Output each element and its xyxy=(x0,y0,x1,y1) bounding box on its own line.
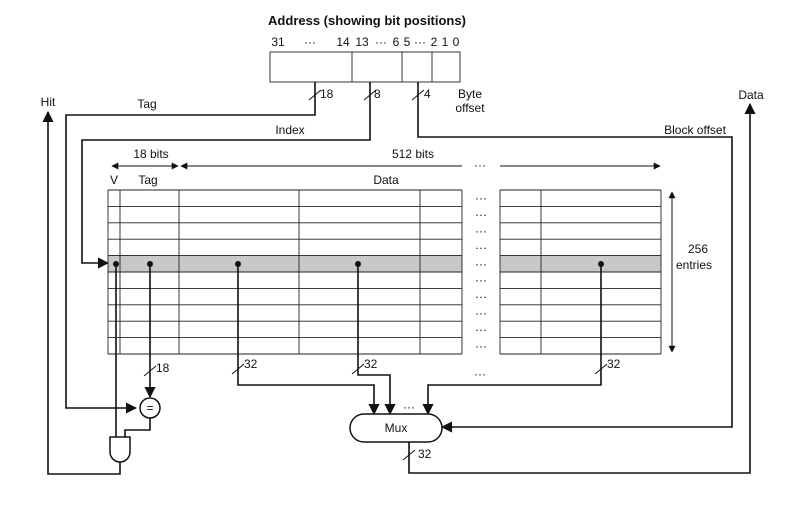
block-offset-signal-label: Block offset xyxy=(664,123,726,137)
byte-offset-label-2: offset xyxy=(455,101,485,115)
hit-output-label: Hit xyxy=(41,95,56,109)
bit-dots-1: ··· xyxy=(304,35,316,49)
table-row-ellipsis: ··· xyxy=(475,322,487,336)
table-row-ellipsis: ··· xyxy=(475,208,487,222)
word-bus-ellipsis: ··· xyxy=(474,367,486,381)
tag-column-header: Tag xyxy=(138,173,157,187)
comparator-output-wire xyxy=(124,418,151,437)
cache-table: ··· ··· ··· ··· ··· ··· ··· ··· ··· ··· xyxy=(107,189,662,355)
stored-tag-width: 18 xyxy=(156,361,170,375)
comparator-symbol: = xyxy=(146,401,153,415)
bit-13: 13 xyxy=(355,35,369,49)
word0-width: 32 xyxy=(244,357,258,371)
bit-1: 1 xyxy=(442,35,449,49)
bit-2: 2 xyxy=(431,35,438,49)
word1-width: 32 xyxy=(364,357,378,371)
data-width-indicator: 512 bits ··· xyxy=(180,147,661,172)
tag-signal-label: Tag xyxy=(137,97,156,111)
address-index-bus: 8 xyxy=(81,82,381,269)
data-width-label: 512 bits xyxy=(392,147,434,161)
table-grid xyxy=(107,189,662,355)
data-mux: Mux xyxy=(349,413,443,443)
bit-5: 5 xyxy=(404,35,411,49)
table-row-ellipsis: ··· xyxy=(475,224,487,238)
mux-input-dots: ··· xyxy=(403,400,415,414)
address-register-box xyxy=(269,51,461,83)
table-row-ellipsis: ··· xyxy=(475,191,487,205)
data-column-header: Data xyxy=(373,173,399,187)
bit-dots-3: ··· xyxy=(414,35,426,49)
data-width-ellipsis: ··· xyxy=(474,158,486,172)
word-bus-0: 32 xyxy=(231,264,380,416)
table-gap xyxy=(462,190,500,354)
data-output-label: Data xyxy=(738,88,764,102)
table-row-ellipsis: ··· xyxy=(475,306,487,320)
entries-indicator: 256 entries xyxy=(668,191,712,353)
bit-31: 31 xyxy=(271,35,285,49)
table-ellipses: ··· ··· ··· ··· ··· ··· ··· ··· ··· ··· xyxy=(475,191,487,353)
entries-label: entries xyxy=(676,258,712,272)
index-signal-label: Index xyxy=(275,123,304,137)
byte-offset-label-1: Byte xyxy=(458,87,482,101)
hit-and-gate xyxy=(109,436,131,463)
data-output-width: 32 xyxy=(418,447,432,461)
address-bit-positions: 31 ··· 14 13 ··· 6 5 ··· 2 1 0 xyxy=(271,35,459,49)
address-register xyxy=(269,51,461,83)
offset-field-width: 4 xyxy=(424,87,431,101)
index-field-width: 8 xyxy=(374,87,381,101)
word-last-width: 32 xyxy=(607,357,621,371)
bit-dots-2: ··· xyxy=(375,35,387,49)
entries-count: 256 xyxy=(688,242,708,256)
selected-cache-row xyxy=(108,255,661,272)
address-title: Address (showing bit positions) xyxy=(268,13,466,28)
bit-14: 14 xyxy=(336,35,350,49)
tag-field-width: 18 xyxy=(320,87,334,101)
table-row-ellipsis: ··· xyxy=(475,240,487,254)
table-row-ellipsis: ··· xyxy=(475,339,487,353)
address-tag-bus: 18 xyxy=(65,82,334,414)
bit-0: 0 xyxy=(453,35,460,49)
table-row-ellipsis: ··· xyxy=(475,257,487,271)
mux-label: Mux xyxy=(385,421,408,435)
data-output-bus: 32 xyxy=(402,102,756,474)
hit-output-wire xyxy=(42,110,121,475)
word-bus-last: 32 xyxy=(422,264,621,416)
tag-comparator: = xyxy=(139,397,161,419)
tag-width-indicator: 18 bits xyxy=(111,147,179,170)
valid-column-header: V xyxy=(110,173,118,187)
stored-tag-bus: 18 xyxy=(143,264,170,399)
word-bus-1: 32 xyxy=(351,264,396,416)
address-block-offset-bus: 4 xyxy=(411,82,733,433)
table-row-ellipsis: ··· xyxy=(475,290,487,304)
bit-6: 6 xyxy=(393,35,400,49)
tag-width-label: 18 bits xyxy=(133,147,168,161)
table-row-ellipsis: ··· xyxy=(475,273,487,287)
